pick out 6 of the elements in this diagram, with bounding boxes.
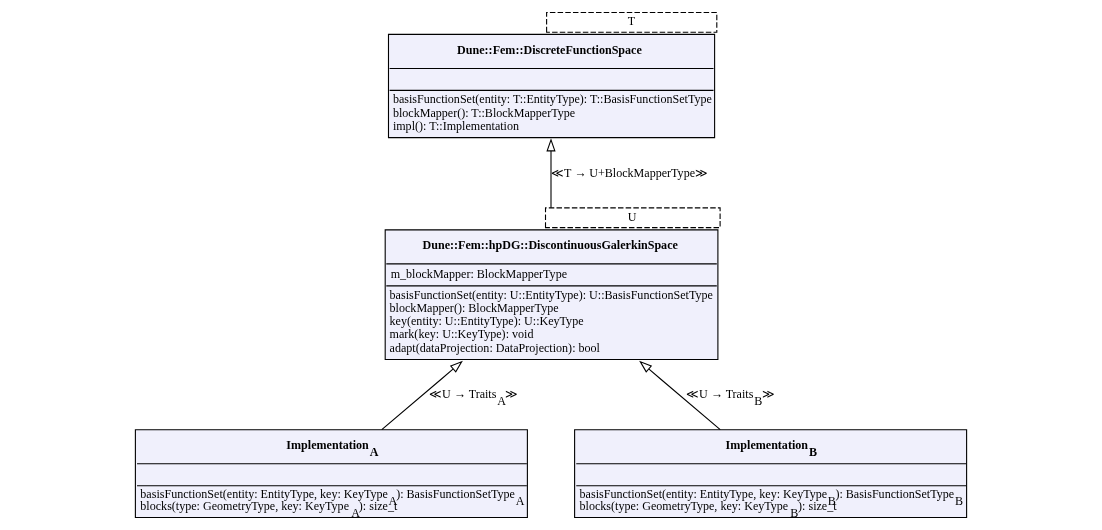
arrow bbox=[639, 360, 721, 431]
node-label: T bbox=[627, 14, 636, 29]
arrow bbox=[381, 360, 463, 431]
node-label: U bbox=[627, 209, 637, 224]
arrow bbox=[546, 138, 556, 209]
edge-label: ≪T → U+BlockMapperType≫ bbox=[551, 165, 709, 180]
